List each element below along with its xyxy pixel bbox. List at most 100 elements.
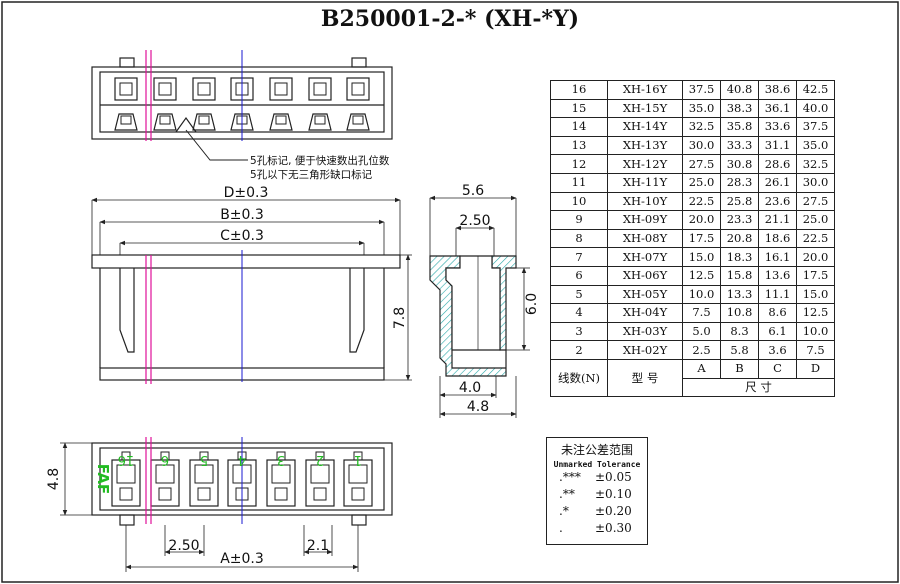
dim-2-1: 2.1 — [307, 538, 329, 554]
table-cell-b: 35.8 — [720, 117, 759, 137]
tolerance-row: .±0.30 — [547, 520, 647, 537]
dim-4-0: 4.0 — [459, 380, 481, 396]
table-cell-a: 20.0 — [682, 210, 721, 230]
dim-5-6: 5.6 — [462, 183, 484, 199]
bottom-view — [60, 437, 393, 572]
table-cell-model: XH-03Y — [607, 321, 683, 342]
drawing-title: B250001-2-* (XH-*Y) — [320, 6, 580, 32]
tolerance-subtitle: Unmarked Tolerance — [553, 460, 641, 469]
dim-7-8: 7.8 — [392, 307, 408, 329]
dim-d: D±0.3 — [224, 185, 269, 201]
tolerance-row: .*±0.20 — [547, 503, 647, 520]
table-cell-model: XH-05Y — [607, 284, 683, 305]
table-cell-c: 33.6 — [758, 117, 797, 137]
dim-2-50-side: 2.50 — [459, 213, 490, 229]
table-cell-d: 37.5 — [796, 117, 835, 137]
pin-number-label: 6 — [161, 452, 169, 467]
table-cell-c: 6.1 — [758, 321, 797, 342]
top-cavity — [269, 77, 293, 131]
table-cell-a: 2.5 — [682, 340, 721, 360]
brand-mark: FAF — [94, 464, 112, 494]
table-cell-c: 13.6 — [758, 265, 797, 286]
table-cell-d: 15.0 — [796, 284, 835, 305]
table-cell-model: XH-15Y — [607, 98, 683, 119]
table-cell-model: XH-14Y — [607, 117, 683, 137]
tolerance-row: .**±0.10 — [547, 486, 647, 503]
table-cell-n: 9 — [550, 210, 608, 230]
dim-2-50-pitch: 2.50 — [168, 538, 199, 554]
top-cavity — [192, 77, 216, 131]
table-cell-c: 38.6 — [758, 80, 797, 100]
table-cell-d: 42.5 — [796, 80, 835, 100]
table-cell-b: 25.8 — [720, 191, 759, 212]
table-cell-b: 28.3 — [720, 172, 759, 193]
table-cell-d: 30.0 — [796, 172, 835, 193]
table-cell-a: 30.0 — [682, 135, 721, 156]
table-cell-a: 25.0 — [682, 172, 721, 193]
table-cell-c: 11.1 — [758, 284, 797, 305]
table-cell-n: 2 — [550, 340, 608, 360]
table-cell-a: 22.5 — [682, 191, 721, 212]
table-cell-a: 32.5 — [682, 117, 721, 137]
bottom-cavity — [111, 451, 141, 507]
pin-number-label: 4 — [238, 452, 246, 467]
table-cell-c: 36.1 — [758, 98, 797, 119]
table-cell-d: 25.0 — [796, 210, 835, 230]
note-line-1: 5孔标记, 便于快速数出孔位数 — [250, 154, 390, 167]
bottom-cavity — [266, 451, 296, 507]
table-cell-d: 35.0 — [796, 135, 835, 156]
top-cavity — [308, 77, 332, 131]
table-cell-d: 20.0 — [796, 247, 835, 267]
table-cell-d: 32.5 — [796, 154, 835, 174]
top-cavity — [346, 77, 370, 131]
header-a: A — [682, 358, 721, 379]
table-cell-c: 31.1 — [758, 135, 797, 156]
table-cell-n: 15 — [550, 98, 608, 119]
tolerance-value: ±0.30 — [595, 521, 632, 535]
tolerance-value: ±0.20 — [595, 504, 632, 518]
table-cell-n: 4 — [550, 303, 608, 323]
front-view — [91, 197, 412, 384]
table-cell-a: 5.0 — [682, 321, 721, 342]
table-cell-model: XH-10Y — [607, 191, 683, 212]
tolerance-title: 未注公差范围 — [560, 443, 633, 457]
table-cell-b: 15.8 — [720, 265, 759, 286]
table-cell-a: 7.5 — [682, 303, 721, 323]
table-cell-model: XH-07Y — [607, 247, 683, 267]
tolerance-key: .*** — [559, 470, 581, 484]
top-cavity — [153, 77, 177, 131]
header-b: B — [720, 358, 759, 379]
table-cell-model: XH-16Y — [607, 80, 683, 100]
dim-4-8-side: 4.8 — [467, 399, 489, 415]
table-cell-model: XH-09Y — [607, 210, 683, 230]
header-model: 型 号 — [607, 358, 683, 398]
header-wire-count: 线数(N) — [550, 358, 608, 398]
table-cell-model: XH-02Y — [607, 340, 683, 360]
table-cell-n: 14 — [550, 117, 608, 137]
table-cell-b: 30.8 — [720, 154, 759, 174]
table-cell-b: 33.3 — [720, 135, 759, 156]
table-cell-a: 35.0 — [682, 98, 721, 119]
table-cell-d: 17.5 — [796, 265, 835, 286]
table-cell-n: 8 — [550, 228, 608, 249]
dim-6-0: 6.0 — [524, 293, 540, 315]
table-cell-c: 26.1 — [758, 172, 797, 193]
table-cell-n: 13 — [550, 135, 608, 156]
table-cell-d: 40.0 — [796, 98, 835, 119]
table-cell-b: 18.3 — [720, 247, 759, 267]
tolerance-box: 未注公差范围 Unmarked Tolerance .***±0.05.**±0… — [546, 437, 648, 545]
table-cell-n: 5 — [550, 284, 608, 305]
table-cell-c: 18.6 — [758, 228, 797, 249]
